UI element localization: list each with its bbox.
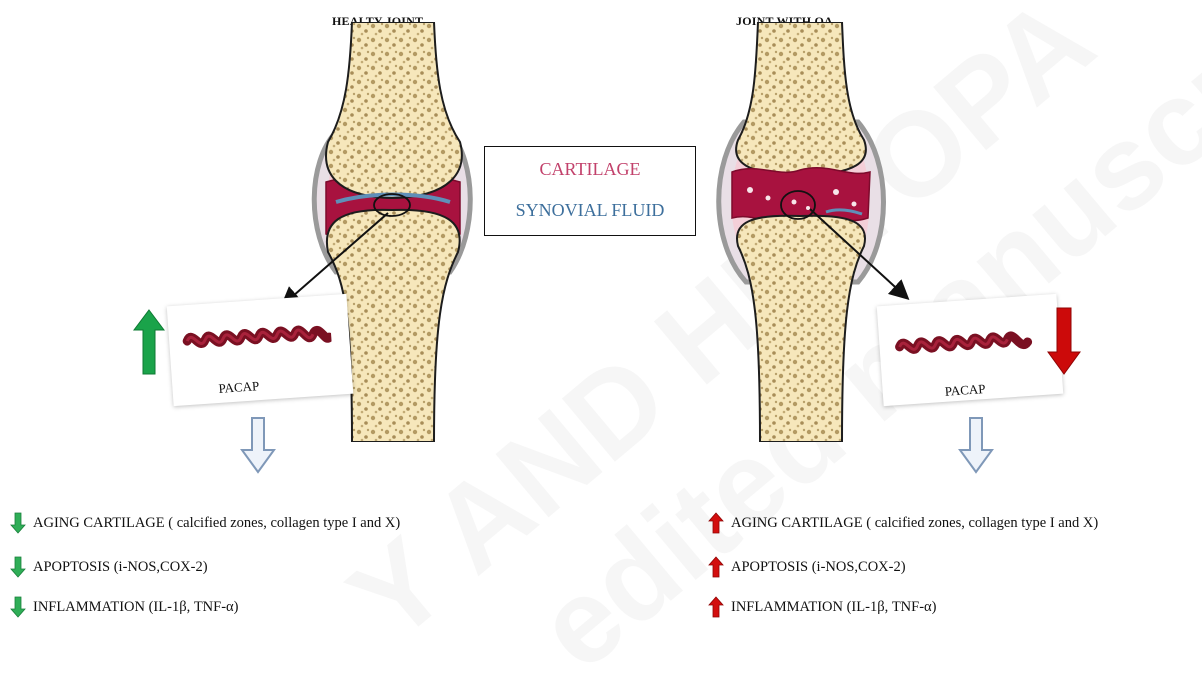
effect-text: INFLAMMATION (IL-1β, TNF-α): [731, 599, 936, 616]
oa-effect-aging: AGING CARTILAGE ( calcified zones, colla…: [708, 512, 1098, 534]
red-up-arrow-icon: [708, 512, 724, 534]
effect-text: INFLAMMATION (IL-1β, TNF-α): [33, 599, 238, 616]
oa-result-arrow-icon: [956, 416, 996, 474]
healthy-pacap-card: PACAP: [167, 294, 354, 406]
effect-text: AGING CARTILAGE ( calcified zones, colla…: [33, 515, 400, 532]
green-up-arrow-icon: [132, 308, 166, 376]
red-down-arrow-icon: [1046, 306, 1082, 376]
effect-text: APOPTOSIS (i-NOS,COX-2): [33, 559, 208, 576]
green-down-arrow-icon: [10, 512, 26, 534]
healthy-pacap-label: PACAP: [218, 378, 260, 397]
healthy-pointer-arrow: [285, 213, 388, 303]
pacap-protein-icon: [180, 313, 333, 365]
green-down-arrow-icon: [10, 596, 26, 618]
healthy-result-arrow-icon: [238, 416, 278, 474]
green-down-arrow-icon: [10, 556, 26, 578]
pacap-protein-icon: [892, 320, 1034, 370]
healthy-effect-aging: AGING CARTILAGE ( calcified zones, colla…: [10, 512, 400, 534]
oa-pacap-label: PACAP: [944, 381, 986, 400]
red-up-arrow-icon: [708, 596, 724, 618]
red-up-arrow-icon: [708, 556, 724, 578]
healthy-effect-apoptosis: APOPTOSIS (i-NOS,COX-2): [10, 556, 208, 578]
healthy-effect-inflammation: INFLAMMATION (IL-1β, TNF-α): [10, 596, 238, 618]
oa-effect-inflammation: INFLAMMATION (IL-1β, TNF-α): [708, 596, 936, 618]
oa-effect-apoptosis: APOPTOSIS (i-NOS,COX-2): [708, 556, 906, 578]
oa-pacap-card: PACAP: [877, 294, 1064, 406]
oa-pointer-arrow: [810, 209, 905, 296]
effect-text: AGING CARTILAGE ( calcified zones, colla…: [731, 515, 1098, 532]
effect-text: APOPTOSIS (i-NOS,COX-2): [731, 559, 906, 576]
